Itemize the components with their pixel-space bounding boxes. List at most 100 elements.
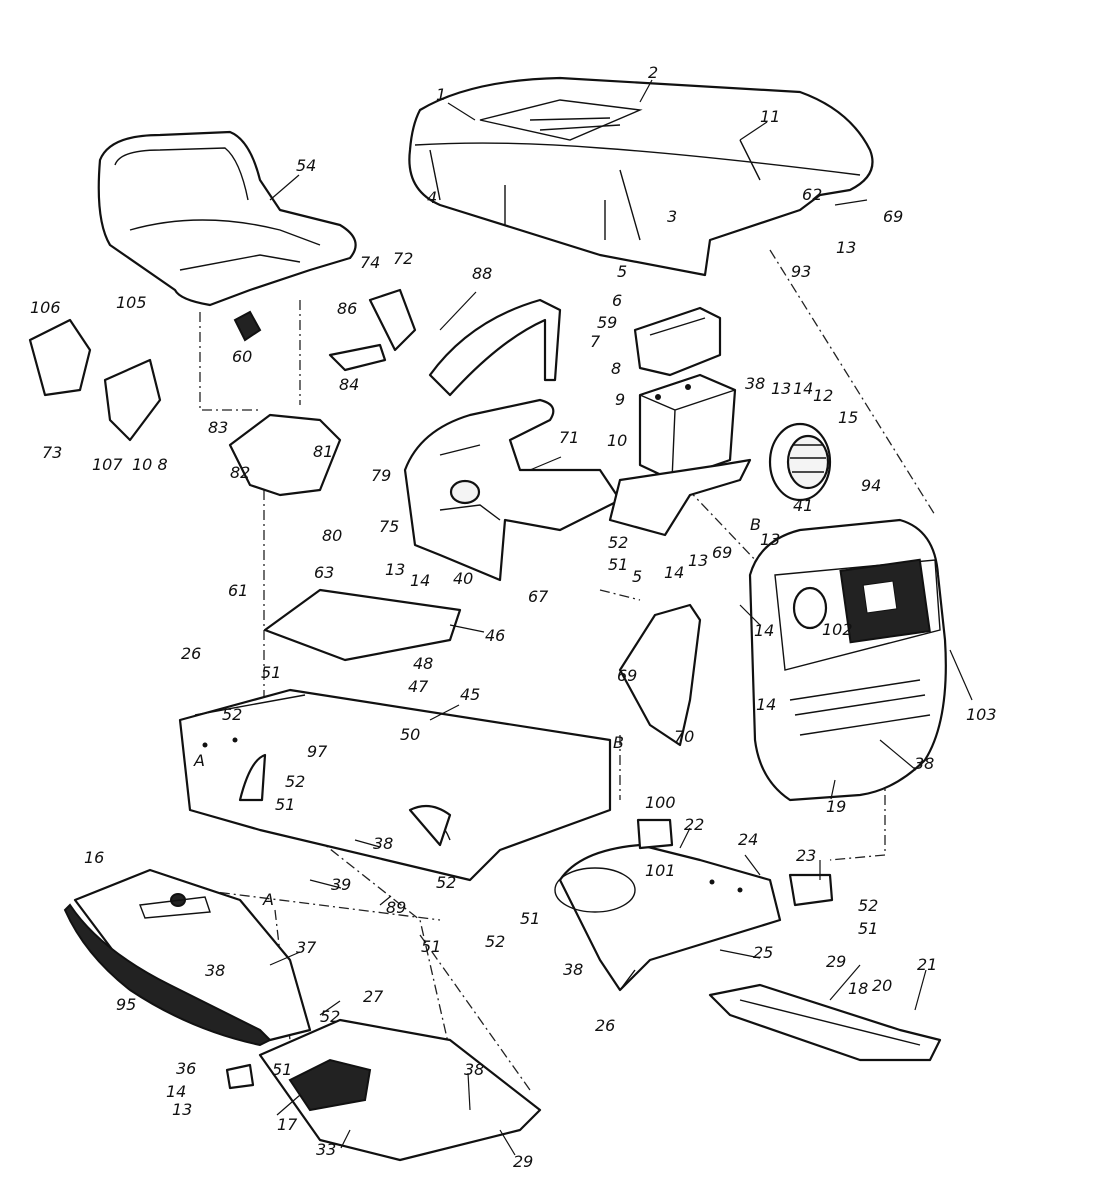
callout-73: 73 xyxy=(42,443,62,462)
callout-82: 82 xyxy=(230,463,250,482)
callout-100: 100 xyxy=(645,793,676,812)
callout-106: 106 xyxy=(30,298,61,317)
callout-51: 51 xyxy=(608,555,628,574)
callout-51: 51 xyxy=(858,919,878,938)
callout-86: 86 xyxy=(337,299,357,318)
callout-79: 79 xyxy=(371,466,391,485)
callout-61: 61 xyxy=(228,581,248,600)
callout-26: 26 xyxy=(181,644,201,663)
callout-36: 36 xyxy=(176,1059,196,1078)
callout-7: 7 xyxy=(590,332,601,351)
callout-38: 38 xyxy=(563,960,583,979)
callout-46: 46 xyxy=(485,626,505,645)
callout-59: 59 xyxy=(597,313,617,332)
callout-52: 52 xyxy=(858,896,878,915)
callout-52: 52 xyxy=(222,705,242,724)
callout-13: 13 xyxy=(771,379,791,398)
callout-40: 40 xyxy=(453,569,473,588)
callout-102: 102 xyxy=(822,620,853,639)
leader-lines xyxy=(269,79,973,1156)
callout-52: 52 xyxy=(320,1007,340,1026)
callout-89: 89 xyxy=(386,898,406,917)
callout-94: 94 xyxy=(861,476,881,495)
callout-52: 52 xyxy=(608,533,628,552)
callout-A: A xyxy=(262,890,274,909)
callout-38: 38 xyxy=(205,961,225,980)
callout-80: 80 xyxy=(322,526,342,545)
callout-3: 3 xyxy=(667,207,677,226)
callout-103: 103 xyxy=(966,705,997,724)
callout-62: 62 xyxy=(802,185,822,204)
callout-52: 52 xyxy=(436,873,456,892)
callout-24: 24 xyxy=(738,830,758,849)
callout-14: 14 xyxy=(410,571,430,590)
hood xyxy=(408,76,874,277)
callout-101: 101 xyxy=(645,861,676,880)
callout-8: 8 xyxy=(611,359,621,378)
callout-51: 51 xyxy=(421,937,441,956)
callout-71: 71 xyxy=(559,428,579,447)
battery-group xyxy=(608,306,752,537)
small-hardware xyxy=(28,288,834,1090)
front-grille xyxy=(748,518,947,802)
callout-41: 41 xyxy=(793,496,813,515)
callout-63: 63 xyxy=(314,563,334,582)
callout-1: 1 xyxy=(436,85,446,104)
callout-13: 13 xyxy=(385,560,405,579)
callout-25: 25 xyxy=(753,943,773,962)
callout-22: 22 xyxy=(684,815,704,834)
callout-51: 51 xyxy=(272,1060,292,1079)
callout-20: 20 xyxy=(872,976,892,995)
callout-4: 4 xyxy=(427,188,437,207)
rear-fender xyxy=(63,868,312,1047)
callout-14: 14 xyxy=(754,621,774,640)
callout-69: 69 xyxy=(883,207,903,226)
callout-69: 69 xyxy=(712,543,732,562)
callout-54: 54 xyxy=(296,156,316,175)
callout-84: 84 xyxy=(339,375,359,394)
callout-29: 29 xyxy=(826,952,846,971)
dash-panel xyxy=(403,298,622,582)
callout-5: 5 xyxy=(617,262,627,281)
callout-48: 48 xyxy=(413,654,433,673)
callout-B: B xyxy=(750,515,761,534)
callout-108: 10 8 xyxy=(132,455,168,474)
callout-9: 9 xyxy=(615,390,625,409)
callout-74: 74 xyxy=(360,253,380,272)
callout-13: 13 xyxy=(688,551,708,570)
callout-93: 93 xyxy=(791,262,811,281)
callout-70: 70 xyxy=(674,727,694,746)
main-frame xyxy=(554,843,782,992)
footrest-left xyxy=(258,1018,542,1162)
headlight xyxy=(768,422,832,502)
callout-10: 10 xyxy=(607,431,627,450)
callout-45: 45 xyxy=(460,685,480,704)
callout-11: 11 xyxy=(760,107,780,126)
seat xyxy=(97,130,357,307)
callout-105: 105 xyxy=(116,293,147,312)
callout-14: 14 xyxy=(664,563,684,582)
callout-83: 83 xyxy=(208,418,228,437)
callout-38: 38 xyxy=(745,374,765,393)
callout-75: 75 xyxy=(379,517,399,536)
callout-47: 47 xyxy=(408,677,429,696)
callout-5: 5 xyxy=(632,567,642,586)
callout-50: 50 xyxy=(400,725,420,744)
callout-52: 52 xyxy=(485,932,505,951)
callout-97: 97 xyxy=(307,742,328,761)
callout-17: 17 xyxy=(277,1115,298,1134)
callout-14: 14 xyxy=(793,379,813,398)
callout-39: 39 xyxy=(331,875,351,894)
callout-107: 107 xyxy=(92,455,123,474)
callout-51: 51 xyxy=(275,795,295,814)
callout-29: 29 xyxy=(513,1152,533,1171)
callout-27: 27 xyxy=(363,987,384,1006)
callout-38: 38 xyxy=(914,754,934,773)
callout-33: 33 xyxy=(316,1140,336,1159)
callout-51: 51 xyxy=(261,663,281,682)
callout-60: 60 xyxy=(232,347,252,366)
callout-37: 37 xyxy=(296,938,317,957)
callout-15: 15 xyxy=(838,408,858,427)
callout-B: B xyxy=(613,733,624,752)
